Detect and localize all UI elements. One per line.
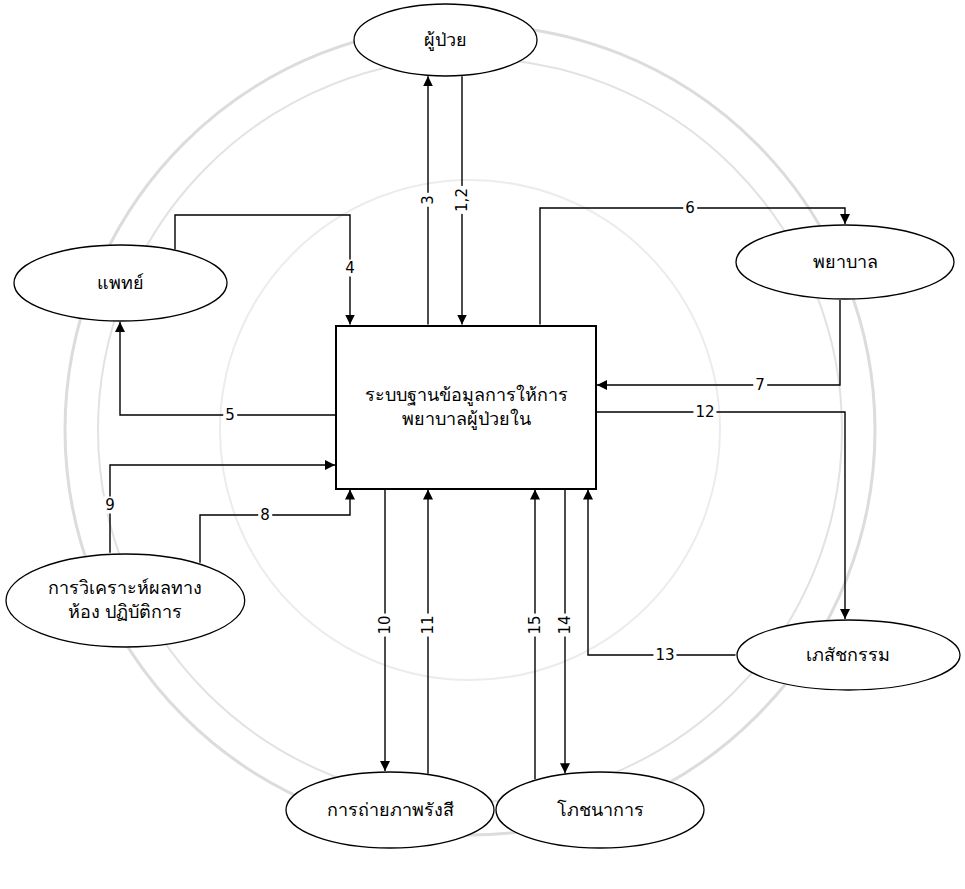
flow-number: 12 — [693, 404, 716, 421]
data-flow — [597, 300, 840, 385]
flow-number: 6 — [683, 200, 697, 217]
entity-outline — [5, 553, 246, 648]
entity-ellipse — [354, 4, 537, 76]
data-flow — [110, 465, 335, 553]
external-entity: พยาบาล — [735, 224, 955, 300]
text-block: พยาบาล — [813, 250, 878, 274]
text-block: การวิเคราะห์ผลทางห้อง ปฏิบัติการ — [32, 576, 217, 625]
text-block: ระบบฐานข้อมูลการให้การ พยาบาลผู้ป่วยใน — [359, 383, 574, 432]
flow-number: 4 — [343, 260, 357, 277]
node-label: ระบบฐานข้อมูลการให้การ พยาบาลผู้ป่วยใน — [359, 383, 574, 432]
flow-number: 14 — [557, 613, 574, 636]
text-block: เภสัชกรรม — [806, 643, 890, 667]
node-label: การวิเคราะห์ผลทางห้อง ปฏิบัติการ — [32, 576, 217, 625]
entity-ellipse — [14, 245, 227, 321]
flow-number: 11 — [420, 613, 437, 636]
entity-ellipse — [496, 772, 704, 848]
flow-number: 7 — [753, 377, 767, 394]
node-label: ผู้ป่วย — [424, 28, 467, 52]
data-flow — [597, 412, 845, 619]
flow-number: 8 — [258, 507, 272, 524]
flow-number: 9 — [103, 497, 117, 514]
entity-ellipse — [6, 554, 245, 647]
seal-ring — [220, 180, 720, 680]
flow-number: 10 — [377, 613, 394, 636]
seal-ring — [65, 25, 875, 835]
text-block: ผู้ป่วย — [424, 28, 467, 52]
entity-ellipse — [737, 620, 960, 690]
external-entity: โภชนาการ — [495, 771, 705, 849]
data-flow — [120, 322, 335, 415]
external-entity: เภสัชกรรม — [736, 619, 961, 691]
external-entity: ผู้ป่วย — [353, 3, 538, 77]
process-box: ระบบฐานข้อมูลการให้การ พยาบาลผู้ป่วยใน — [335, 325, 597, 490]
entity-ellipse — [286, 772, 494, 848]
node-label: โภชนาการ — [557, 798, 644, 822]
seal-ring — [98, 58, 842, 802]
flow-number: 15 — [527, 613, 544, 636]
node-label: การถ่ายภาพรังสี — [327, 798, 454, 822]
flow-number: 3 — [420, 193, 437, 207]
external-entity: การถ่ายภาพรังสี — [285, 771, 495, 849]
node-label: แพทย์ — [97, 271, 144, 295]
text-block: การถ่ายภาพรังสี — [327, 798, 454, 822]
external-entity: การวิเคราะห์ผลทางห้อง ปฏิบัติการ — [5, 553, 246, 648]
entity-ellipse — [736, 225, 954, 299]
external-entity: แพทย์ — [13, 244, 228, 322]
text-block: โภชนาการ — [557, 798, 644, 822]
flow-number: 5 — [223, 407, 237, 424]
flow-number: 13 — [653, 647, 676, 664]
node-label: เภสัชกรรม — [806, 643, 890, 667]
text-block: แพทย์ — [97, 271, 144, 295]
data-flow — [200, 490, 350, 563]
data-flow — [588, 490, 736, 656]
node-label: พยาบาล — [813, 250, 878, 274]
flow-number: 1,2 — [454, 186, 471, 214]
